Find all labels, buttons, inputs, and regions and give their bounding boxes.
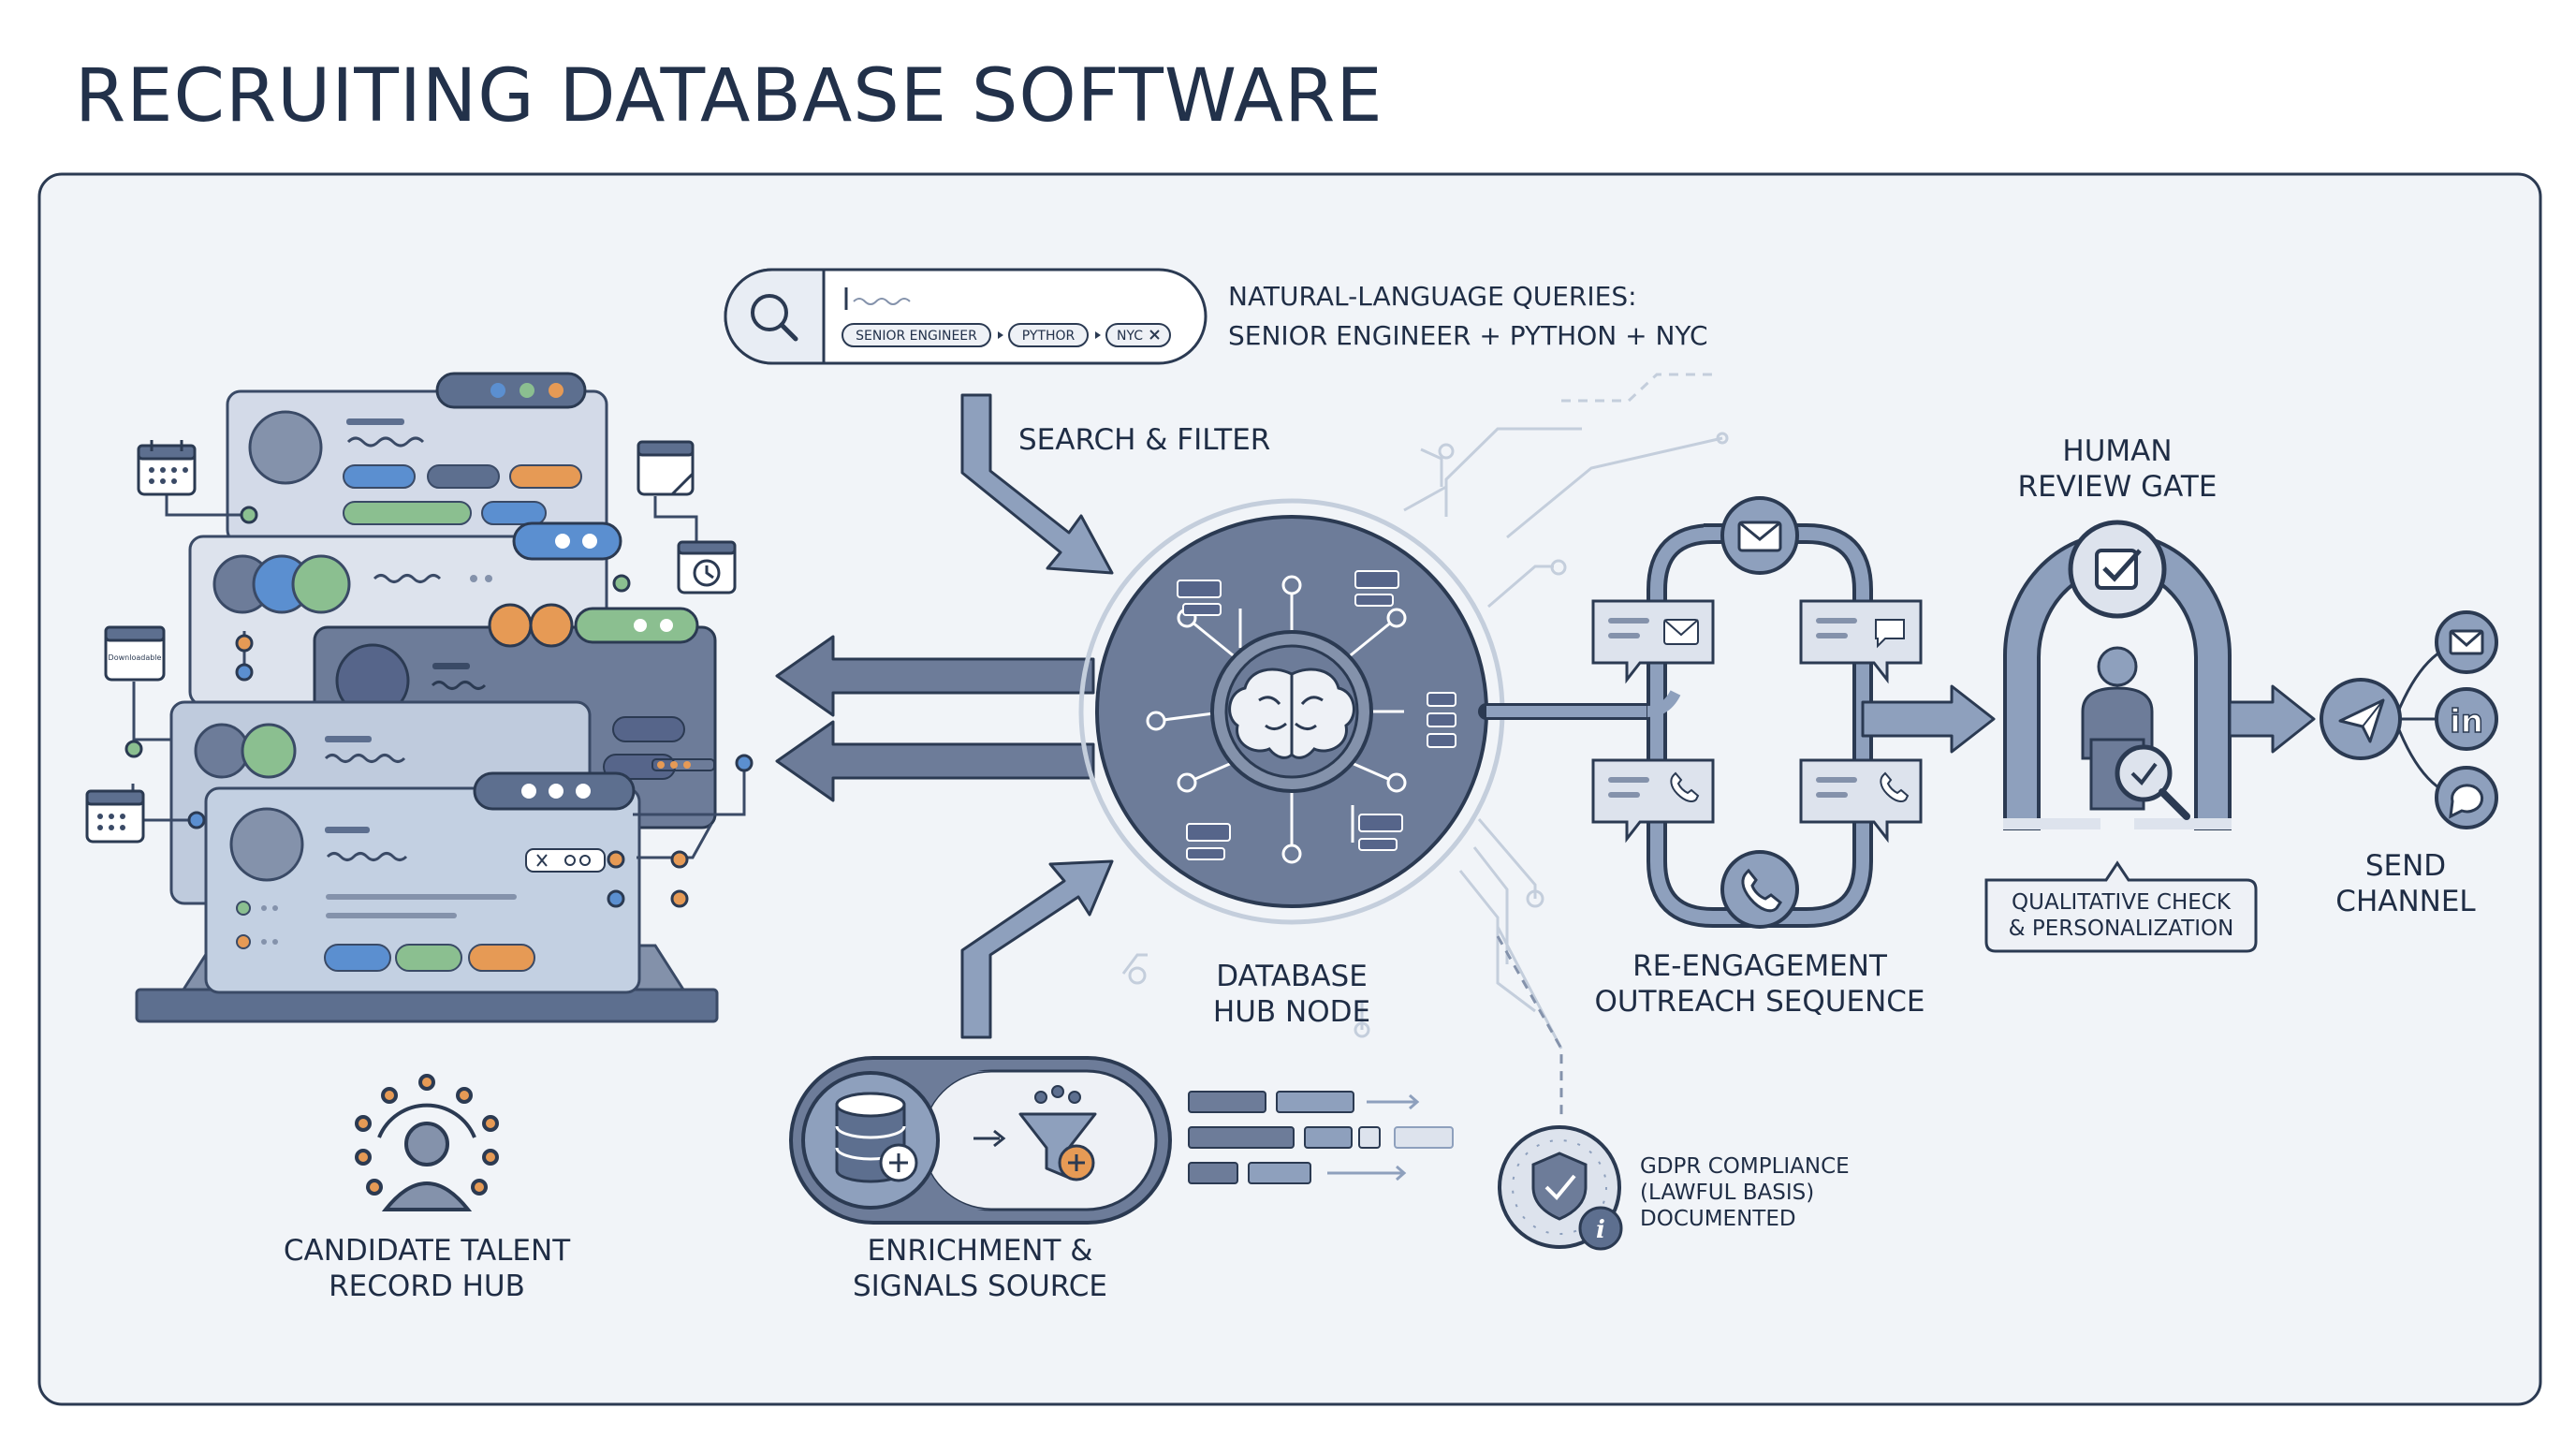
gdpr-label-line: DOCUMENTED (1640, 1207, 1796, 1232)
phone-icon (1720, 850, 1799, 929)
chip-nyc[interactable] (1105, 323, 1171, 347)
chat-bubble (1799, 599, 1923, 684)
gdpr-label-line: GDPR COMPLIANCE (1640, 1154, 1850, 1179)
shield-check-icon (1531, 1152, 1588, 1221)
circuit-lines (1121, 427, 1723, 1049)
checkbox-icon (2068, 520, 2167, 619)
search-filter-label: SEARCH & FILTER (1018, 423, 1271, 457)
dashed-circuit (1561, 373, 1713, 403)
search-icon (751, 294, 798, 342)
outreach-loop (1591, 496, 1923, 929)
qualitative-label-line: & PERSONALIZATION (2008, 917, 2234, 942)
calendar-icon: Downloadable (104, 625, 166, 682)
enrichment-label-line: ENRICHMENT & (867, 1234, 1093, 1268)
database-hub (1078, 498, 1505, 925)
candidate-record-stack (135, 372, 719, 1023)
candidate-label-line: CANDIDATE TALENT (283, 1234, 571, 1268)
mail-chat-bubble (1591, 599, 1715, 684)
enrichment-source (789, 1056, 1172, 1225)
chip-label: SENIOR ENGINEER (856, 329, 977, 344)
phone-icon (1880, 771, 1910, 802)
phone-icon (1670, 771, 1700, 802)
reengagement-label-line: RE-ENGAGEMENT (1632, 949, 1887, 983)
search-to-hub-arrow (960, 393, 1114, 575)
funnel-icon (1018, 1085, 1097, 1181)
svg-text:in: in (2450, 703, 2483, 741)
calendar-tag-text: Downloadable (109, 653, 162, 662)
send-channel-label-line: SEND (2364, 849, 2447, 883)
brain-icon (1228, 668, 1355, 759)
svg-text:i: i (1596, 1216, 1605, 1244)
magnifier-check-icon (2115, 744, 2190, 820)
page-title: RECRUITING DATABASE SOFTWARE (75, 54, 1383, 139)
chat-icon[interactable] (2435, 766, 2498, 829)
chip-pythor[interactable] (1008, 323, 1089, 347)
gdpr-label: GDPR COMPLIANCE (LAWFUL BASIS) DOCUMENTE… (1640, 1153, 1850, 1232)
query-example: SENIOR ENGINEER + PYTHON + NYC (1228, 320, 1708, 352)
mail-icon[interactable] (2435, 610, 2498, 674)
phone-chat-bubble (1799, 758, 1923, 844)
outreach-to-gate-arrow (1861, 684, 1996, 754)
enrich-to-hub-arrow (960, 859, 1114, 1039)
circuit-nodes (1128, 432, 1729, 1038)
gate-to-send-arrow (2228, 684, 2316, 754)
qualitative-check-box (1984, 860, 2258, 953)
reengagement-label: RE-ENGAGEMENT OUTREACH SEQUENCE (1526, 949, 1994, 1020)
review-gate-label-line: REVIEW GATE (2017, 469, 2217, 504)
linkedin-icon[interactable]: in (2435, 687, 2498, 751)
candidate-label-line: RECORD HUB (329, 1269, 525, 1303)
stack-connector-dots (124, 506, 754, 908)
review-gate-label: HUMAN REVIEW GATE (1977, 434, 2258, 506)
review-gate-label-line: HUMAN (2062, 434, 2173, 468)
qualitative-label-line: QUALITATIVE CHECK (2012, 890, 2231, 915)
network-person-icon (355, 1074, 499, 1211)
hub-label-line: HUB NODE (1212, 994, 1371, 1029)
qualitative-label: QUALITATIVE CHECK & PERSONALIZATION (1986, 889, 2256, 942)
chat-icon (1875, 619, 1905, 649)
send-channel: in (2320, 610, 2498, 829)
phone-chat-bubble (1591, 758, 1715, 844)
calendar-icon (137, 440, 197, 496)
signal-bars (1188, 1091, 1454, 1184)
candidate-label: CANDIDATE TALENT RECORD HUB (240, 1234, 614, 1305)
enrichment-label-line: SIGNALS SOURCE (852, 1269, 1108, 1303)
calendar-icon (85, 789, 145, 844)
mail-icon (1720, 496, 1799, 575)
chip-senior-engineer[interactable] (842, 323, 991, 347)
clock-icon (677, 540, 737, 594)
gdpr-badge: i (1498, 1125, 1623, 1251)
hub-to-candidates-arrow (775, 720, 1095, 802)
chip-close-icon[interactable] (1149, 330, 1160, 340)
chip-label: NYC (1117, 329, 1143, 344)
hub-label: DATABASE HUB NODE (1105, 960, 1479, 1031)
chip-label: PYTHOR (1022, 329, 1076, 344)
dashed-gdpr-link (1496, 935, 1563, 1119)
enrichment-label: ENRICHMENT & SIGNALS SOURCE (793, 1234, 1167, 1305)
human-review-gate (2003, 520, 2232, 830)
gdpr-label-line: (LAWFUL BASIS) (1640, 1181, 1815, 1206)
reengagement-label-line: OUTREACH SEQUENCE (1594, 984, 1925, 1019)
query-title: NATURAL-LANGUAGE QUERIES: (1228, 281, 1637, 312)
send-channel-label-line: CHANNEL (2335, 884, 2476, 918)
plus-icon (879, 1143, 918, 1182)
send-channel-label: SEND CHANNEL (2289, 849, 2523, 920)
paper-plane-icon (2320, 678, 2402, 760)
query-text: NATURAL-LANGUAGE QUERIES: SENIOR ENGINEE… (1228, 281, 1708, 352)
calendar-icon (637, 440, 695, 496)
hub-to-candidates-arrow (775, 635, 1095, 717)
search-bar[interactable]: SENIOR ENGINEER PYTHOR NYC (724, 268, 1208, 365)
signal-arrows (1327, 1093, 1420, 1181)
hub-label-line: DATABASE (1216, 960, 1368, 993)
info-icon: i (1578, 1206, 1623, 1251)
